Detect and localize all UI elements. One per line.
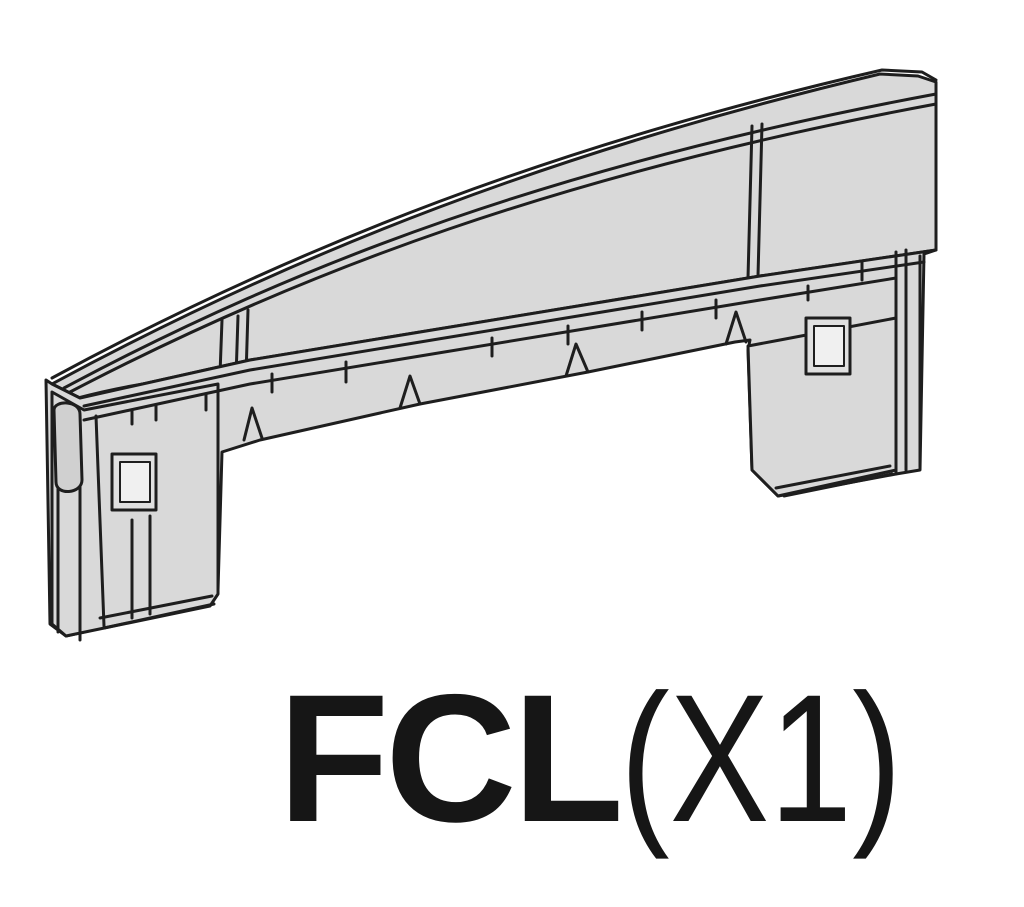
inner-rim-2	[68, 102, 938, 394]
ledge-line	[82, 260, 926, 408]
upper-panel	[50, 72, 938, 400]
part-code: FCL	[278, 656, 624, 860]
ledge-line-2	[82, 276, 898, 422]
right-leg-edge	[894, 248, 922, 476]
left-leg-slot	[130, 514, 152, 620]
left-leg-bottom	[98, 594, 216, 630]
part-label: FCL(X1)	[278, 656, 964, 860]
part-illustration	[44, 68, 938, 642]
top-rim	[50, 68, 938, 380]
panel-divider	[746, 122, 764, 280]
right-leg-bottom	[774, 464, 894, 498]
part-quantity: (X1)	[619, 656, 902, 860]
notches	[242, 310, 748, 442]
left-clip	[52, 401, 84, 493]
tick-marks	[130, 260, 864, 426]
inner-rim	[62, 92, 938, 390]
